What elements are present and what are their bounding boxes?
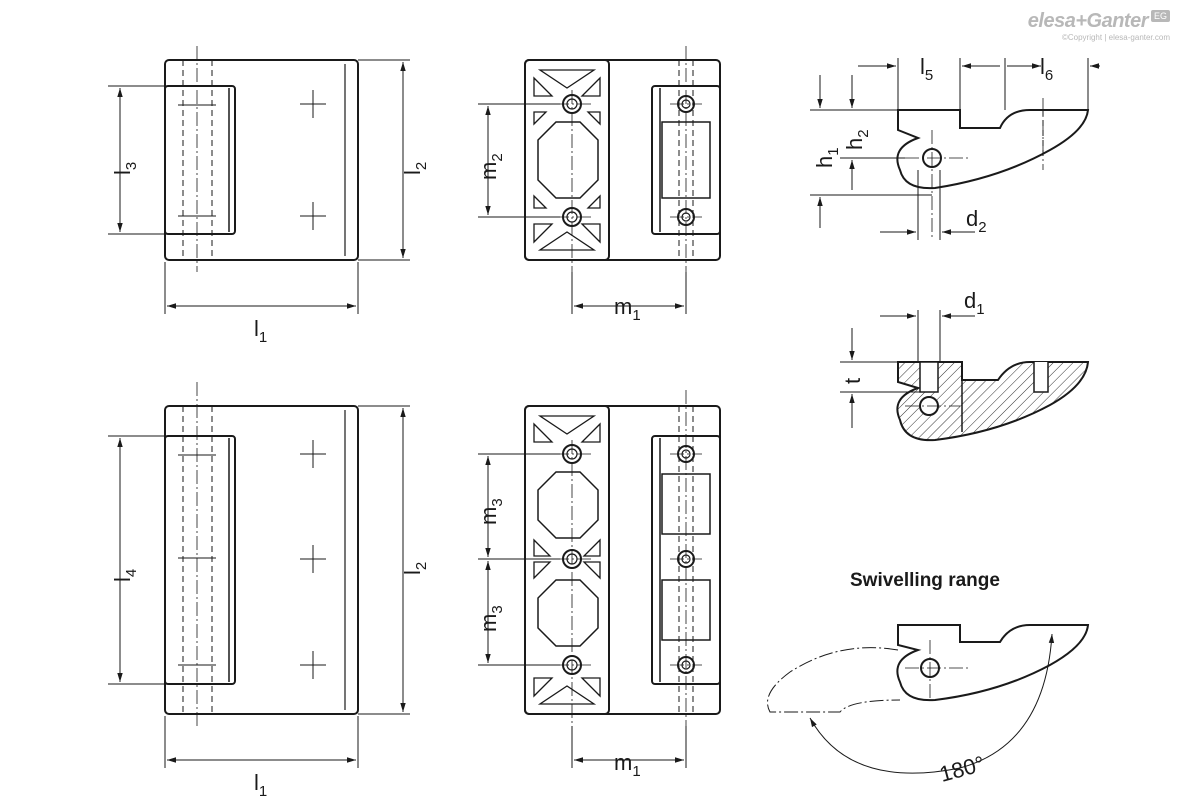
hinge-back-view-long — [478, 390, 721, 768]
dimension-subscript: 3 — [489, 498, 506, 506]
copyright-text: ©Copyright | elesa-ganter.com — [1061, 33, 1170, 42]
dimension-subscript: 1 — [976, 301, 984, 318]
label-l2-top-text: l — [400, 170, 425, 175]
label-d1: d1 — [964, 288, 985, 318]
label-l3-text: l — [110, 170, 135, 175]
label-m2-text: m — [476, 162, 501, 180]
dimension-subscript: 6 — [1045, 67, 1053, 84]
dimension-subscript: 2 — [855, 129, 872, 137]
label-d2-text: d — [966, 206, 978, 231]
label-m3-lower-text: m — [476, 614, 501, 632]
dimension-subscript: 1 — [632, 307, 640, 324]
label-m3-upper-text: m — [476, 507, 501, 525]
dimension-subscript: 1 — [259, 783, 267, 799]
label-l5: l5 — [920, 54, 933, 84]
hinge-side-view — [810, 58, 1100, 240]
label-l2-bottom-text: l — [400, 570, 425, 575]
dimension-subscript: 2 — [413, 162, 430, 170]
swivel-title: Swivelling range — [850, 570, 1000, 591]
label-h1: h1 — [812, 147, 842, 168]
label-l1-top: l1 — [254, 316, 267, 346]
label-l2-top: l2 — [400, 162, 430, 175]
label-l3: l3 — [110, 162, 140, 175]
dimension-subscript: 3 — [123, 162, 140, 170]
dimension-subscript: 1 — [632, 763, 640, 780]
swivel-angle-text: 180° — [937, 751, 987, 787]
swivel-range-diagram — [767, 624, 1090, 774]
dimension-subscript: 1 — [825, 147, 842, 155]
label-l1-top-text: l — [254, 316, 259, 341]
dimension-subscript: 2 — [413, 562, 430, 570]
label-m1-bottom: m1 — [614, 750, 641, 780]
label-l4-text: l — [110, 577, 135, 582]
dimension-subscript: 1 — [259, 329, 267, 346]
label-m3-upper: m3 — [476, 498, 506, 525]
brand-name: elesa+Ganter — [1027, 10, 1149, 32]
label-l1-bottom: l1 — [254, 770, 267, 799]
label-l5-text: l — [920, 54, 925, 79]
dimension-subscript: 5 — [925, 67, 933, 84]
label-t-text: t — [840, 378, 865, 384]
label-h1-text: h — [812, 156, 837, 168]
label-d1-text: d — [964, 288, 976, 313]
label-l6-text: l — [1040, 54, 1045, 79]
label-l4: l4 — [110, 569, 140, 582]
dimension-subscript: 3 — [489, 605, 506, 613]
swivel-angle: 180° — [937, 751, 987, 787]
hinge-front-view-short — [108, 46, 410, 314]
label-m1-top: m1 — [614, 294, 641, 324]
hinge-section-view — [840, 310, 1090, 442]
label-l6: l6 — [1040, 54, 1053, 84]
label-m1-top-text: m — [614, 294, 632, 319]
dimension-labels: l1 l1 l3 l4 l2 l2 m2 m3 m3 m1 m1 l5 l6 h… — [110, 54, 1053, 799]
label-l2-bottom: l2 — [400, 562, 430, 575]
label-m1-bottom-text: m — [614, 750, 632, 775]
dimension-subscript: 2 — [489, 153, 506, 161]
label-l1-bottom-text: l — [254, 770, 259, 795]
swivel-title-text: Swivelling range — [850, 570, 1000, 591]
dimension-subscript: 4 — [123, 569, 140, 577]
hinge-front-view-long — [108, 382, 410, 768]
dimension-subscript: 2 — [978, 219, 986, 236]
label-m2: m2 — [476, 153, 506, 180]
label-h2: h2 — [842, 129, 872, 150]
label-t: t — [840, 378, 865, 384]
hinge-back-view-short — [478, 46, 721, 314]
label-d2: d2 — [966, 206, 987, 236]
label-h2-text: h — [842, 138, 867, 150]
brand-badge: EG — [1150, 10, 1170, 22]
label-m3-lower: m3 — [476, 605, 506, 632]
